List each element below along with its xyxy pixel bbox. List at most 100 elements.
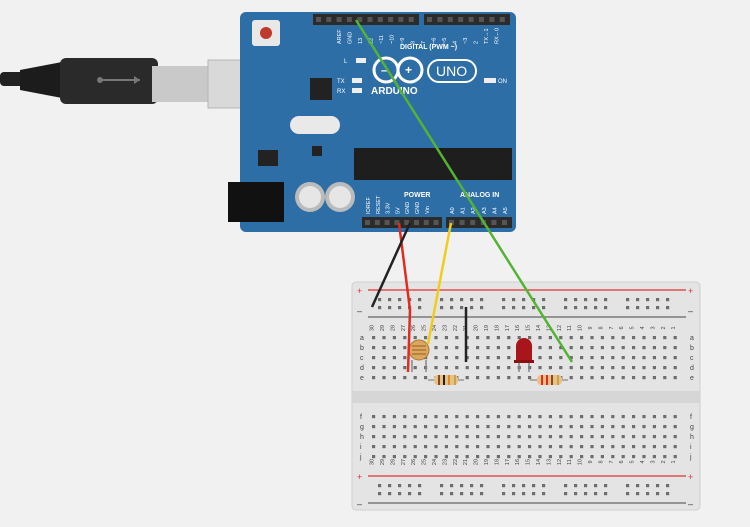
breadboard-hole[interactable] (392, 376, 396, 380)
breadboard-hole[interactable] (642, 366, 646, 370)
breadboard-hole[interactable] (465, 455, 469, 459)
breadboard-hole[interactable] (476, 346, 480, 350)
breadboard-hole[interactable] (538, 336, 542, 340)
breadboard-hole[interactable] (590, 435, 594, 439)
breadboard-hole[interactable] (673, 346, 677, 350)
breadboard-hole[interactable] (656, 484, 660, 488)
breadboard-hole[interactable] (584, 492, 588, 496)
breadboard-hole[interactable] (392, 445, 396, 449)
breadboard-hole[interactable] (538, 366, 542, 370)
header-hole[interactable] (499, 17, 505, 22)
breadboard-hole[interactable] (512, 298, 516, 302)
breadboard-hole[interactable] (496, 346, 500, 350)
breadboard-hole[interactable] (673, 435, 677, 439)
header-hole[interactable] (489, 17, 495, 22)
breadboard-hole[interactable] (507, 336, 511, 340)
breadboard-hole[interactable] (559, 445, 563, 449)
breadboard-hole[interactable] (663, 415, 667, 419)
digital-header-right[interactable] (424, 14, 510, 25)
header-hole[interactable] (346, 17, 352, 22)
breadboard-hole[interactable] (611, 415, 615, 419)
breadboard-hole[interactable] (424, 336, 428, 340)
breadboard-hole[interactable] (636, 484, 640, 488)
breadboard-hole[interactable] (388, 306, 392, 310)
breadboard-hole[interactable] (418, 484, 422, 488)
header-hole[interactable] (449, 220, 454, 225)
header-hole[interactable] (374, 220, 380, 225)
breadboard-hole[interactable] (548, 435, 552, 439)
breadboard-hole[interactable] (424, 376, 428, 380)
breadboard-hole[interactable] (486, 376, 490, 380)
breadboard-hole[interactable] (444, 415, 448, 419)
breadboard-hole[interactable] (548, 415, 552, 419)
breadboard-hole[interactable] (382, 455, 386, 459)
breadboard-hole[interactable] (632, 455, 636, 459)
breadboard-hole[interactable] (434, 415, 438, 419)
breadboard-hole[interactable] (372, 415, 376, 419)
breadboard-hole[interactable] (403, 455, 407, 459)
breadboard-hole[interactable] (632, 376, 636, 380)
breadboard-hole[interactable] (403, 415, 407, 419)
breadboard-hole[interactable] (569, 356, 573, 360)
breadboard-hole[interactable] (611, 366, 615, 370)
breadboard-hole[interactable] (569, 376, 573, 380)
breadboard-hole[interactable] (507, 445, 511, 449)
breadboard-hole[interactable] (580, 356, 584, 360)
breadboard-hole[interactable] (548, 366, 552, 370)
breadboard-hole[interactable] (626, 492, 630, 496)
breadboard-hole[interactable] (486, 356, 490, 360)
breadboard-hole[interactable] (580, 455, 584, 459)
breadboard-hole[interactable] (465, 415, 469, 419)
breadboard-hole[interactable] (663, 425, 667, 429)
breadboard-hole[interactable] (632, 346, 636, 350)
breadboard-hole[interactable] (626, 298, 630, 302)
breadboard-hole[interactable] (600, 415, 604, 419)
header-hole[interactable] (367, 17, 373, 22)
breadboard-hole[interactable] (632, 336, 636, 340)
breadboard-hole[interactable] (611, 356, 615, 360)
breadboard-hole[interactable] (673, 336, 677, 340)
breadboard-hole[interactable] (656, 306, 660, 310)
breadboard-hole[interactable] (666, 492, 670, 496)
breadboard-hole[interactable] (652, 415, 656, 419)
breadboard-hole[interactable] (590, 415, 594, 419)
breadboard-hole[interactable] (398, 298, 402, 302)
breadboard-hole[interactable] (476, 366, 480, 370)
breadboard-hole[interactable] (590, 455, 594, 459)
breadboard-hole[interactable] (584, 298, 588, 302)
breadboard-hole[interactable] (486, 336, 490, 340)
breadboard-hole[interactable] (392, 346, 396, 350)
breadboard-hole[interactable] (486, 415, 490, 419)
breadboard-hole[interactable] (642, 336, 646, 340)
breadboard-hole[interactable] (476, 376, 480, 380)
breadboard-hole[interactable] (590, 366, 594, 370)
header-hole[interactable] (502, 220, 507, 225)
digital-header-left[interactable] (313, 14, 419, 25)
breadboard-hole[interactable] (403, 435, 407, 439)
breadboard-hole[interactable] (413, 435, 417, 439)
breadboard-hole[interactable] (621, 366, 625, 370)
breadboard-hole[interactable] (559, 366, 563, 370)
breadboard-hole[interactable] (476, 435, 480, 439)
breadboard-hole[interactable] (522, 306, 526, 310)
breadboard-hole[interactable] (496, 336, 500, 340)
breadboard-hole[interactable] (460, 306, 464, 310)
header-hole[interactable] (326, 17, 332, 22)
breadboard-hole[interactable] (642, 415, 646, 419)
breadboard-hole[interactable] (569, 455, 573, 459)
resistor-2[interactable] (530, 375, 568, 385)
breadboard-hole[interactable] (382, 336, 386, 340)
breadboard-hole[interactable] (465, 376, 469, 380)
breadboard-hole[interactable] (455, 356, 459, 360)
breadboard-hole[interactable] (465, 425, 469, 429)
breadboard-hole[interactable] (600, 346, 604, 350)
breadboard-hole[interactable] (621, 435, 625, 439)
breadboard-hole[interactable] (444, 346, 448, 350)
breadboard-hole[interactable] (418, 492, 422, 496)
breadboard-hole[interactable] (652, 445, 656, 449)
header-hole[interactable] (468, 17, 474, 22)
breadboard-hole[interactable] (444, 356, 448, 360)
breadboard-hole[interactable] (507, 376, 511, 380)
breadboard-hole[interactable] (574, 298, 578, 302)
breadboard-hole[interactable] (403, 425, 407, 429)
